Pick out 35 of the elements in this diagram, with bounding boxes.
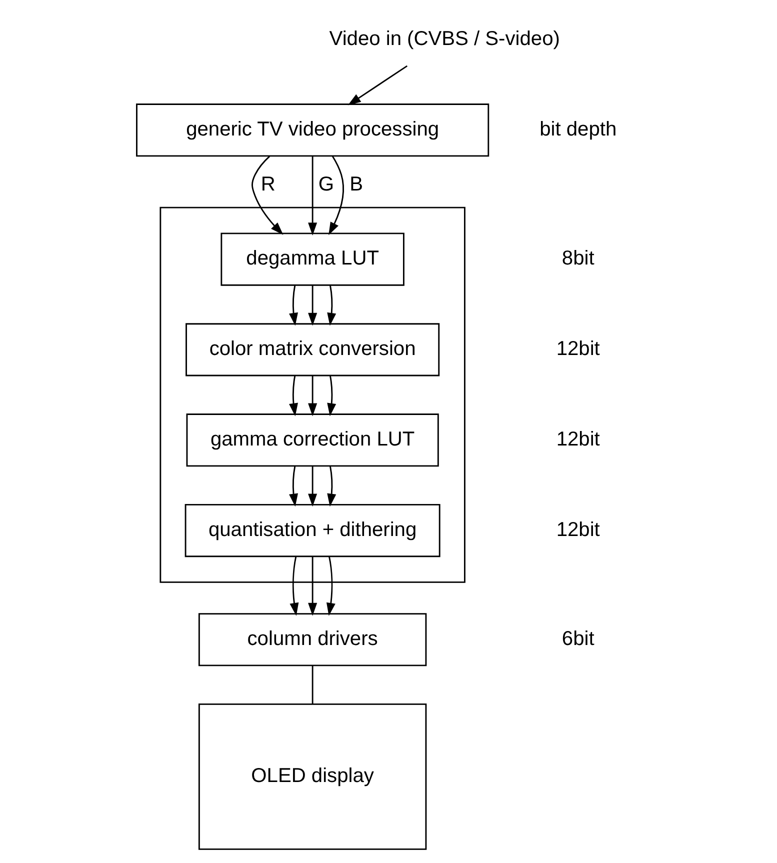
label: 8bit <box>561 248 594 270</box>
arrow <box>308 286 317 326</box>
node-box: OLED display <box>198 704 426 850</box>
arrow <box>326 376 336 416</box>
arrow <box>288 466 298 507</box>
node-box: quantisation + dithering <box>184 504 440 558</box>
arrow <box>308 156 317 236</box>
arrow <box>308 466 317 507</box>
edge-label: B <box>349 174 363 196</box>
edge-label: G <box>318 174 334 196</box>
edge-label: R <box>260 174 275 196</box>
arrow <box>326 285 336 326</box>
label: 12bit <box>556 428 600 450</box>
arrow <box>308 556 317 616</box>
node-text: Video in (CVBS / S-video) <box>328 28 560 50</box>
arrow <box>288 376 298 416</box>
arrow <box>288 285 298 326</box>
connector <box>311 666 313 704</box>
label: 12bit <box>556 518 600 541</box>
node-box: column drivers <box>198 613 426 666</box>
node-box: gamma correction LUT <box>186 414 438 467</box>
arrow <box>289 556 298 616</box>
arrow <box>328 156 344 236</box>
arrow <box>326 466 336 507</box>
arrow <box>326 556 335 616</box>
node-box: color matrix conversion <box>185 323 440 376</box>
label: bit depth <box>539 118 616 140</box>
arrow <box>308 376 317 416</box>
cluster <box>159 206 465 583</box>
label: 6bit <box>561 628 594 650</box>
arrow <box>251 156 283 235</box>
node-box: degamma LUT <box>220 232 404 286</box>
arrow <box>347 65 408 106</box>
node-box: generic TV video processing <box>136 104 489 157</box>
label: 12bit <box>556 338 600 360</box>
